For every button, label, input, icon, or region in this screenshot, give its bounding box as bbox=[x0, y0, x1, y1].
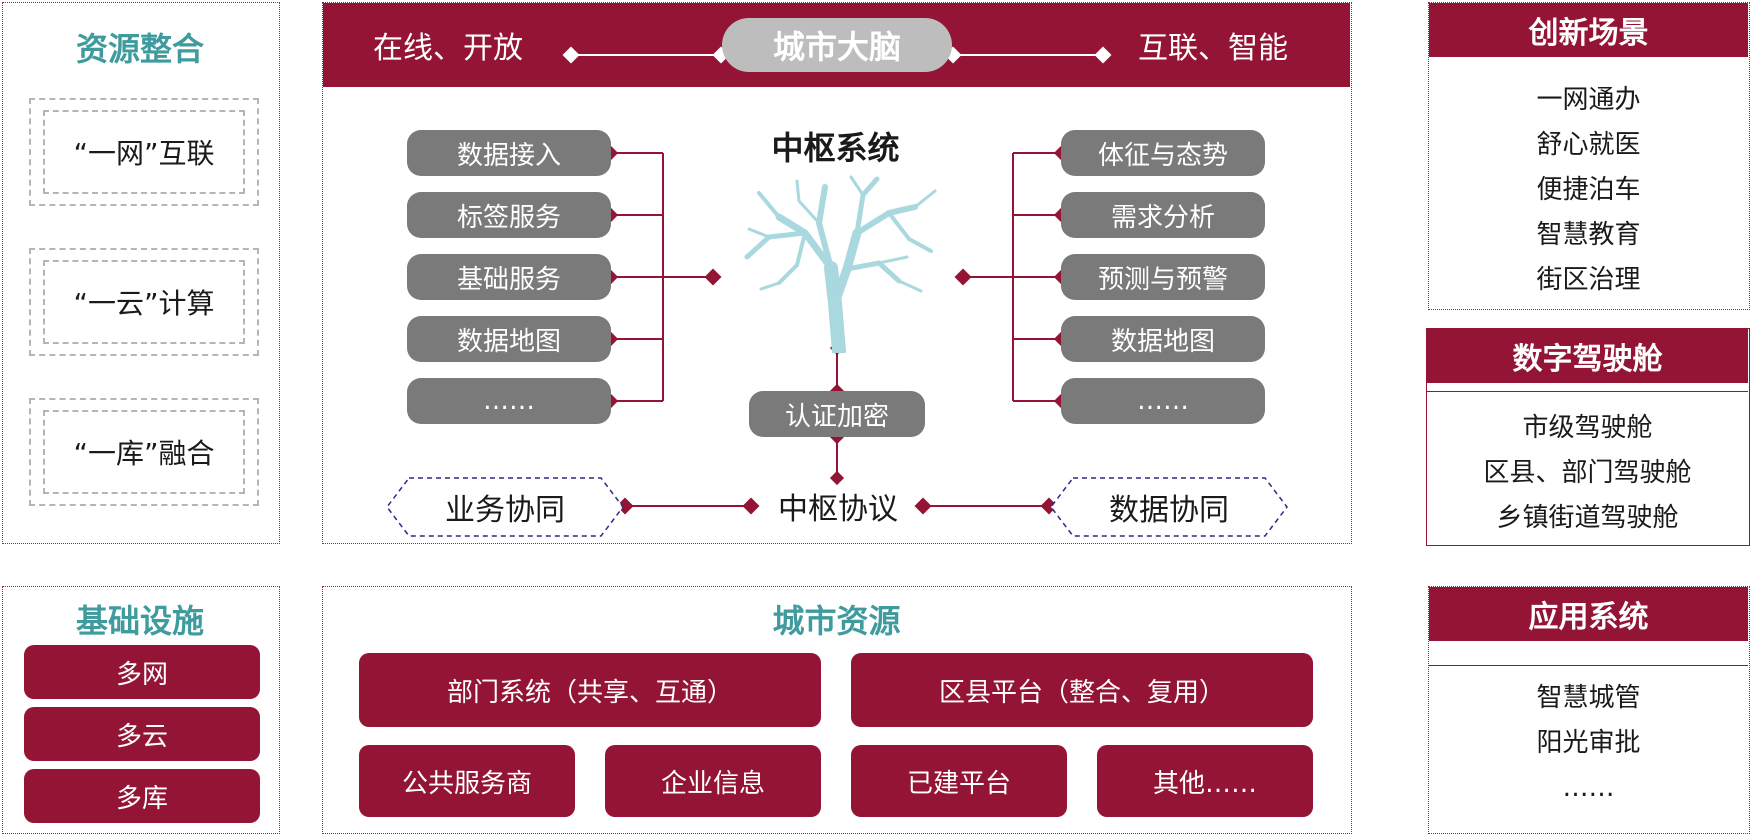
brain-header-right: 互联、智能 bbox=[1138, 31, 1288, 66]
cockpit-item[interactable]: 区县、部门驾驶舱 bbox=[1483, 458, 1692, 488]
pill-data-access[interactable]: 数据接入 bbox=[407, 130, 611, 176]
cloud-label: “一云”计算 bbox=[73, 287, 215, 320]
pill-forecast-warning[interactable]: 预测与预警 bbox=[1061, 254, 1265, 300]
business-collab-label: 业务协同 bbox=[445, 493, 565, 528]
city-brain-panel: 在线、开放 互联、智能 城市大脑 中枢系统 bbox=[322, 2, 1352, 544]
network-box: “一网”互联 bbox=[43, 110, 245, 194]
network-box-outer: “一网”互联 bbox=[29, 98, 259, 206]
city-brain-badge: 城市大脑 bbox=[722, 18, 952, 72]
app-system-item[interactable]: 智慧城管 bbox=[1536, 683, 1641, 713]
resource-integration-title: 资源整合 bbox=[75, 30, 204, 68]
cockpit-panel: 数字驾驶舱 市级驾驶舱 区县、部门驾驶舱 乡镇街道驾驶舱 bbox=[1426, 328, 1750, 546]
innovation-item[interactable]: 智慧教育 bbox=[1536, 220, 1641, 250]
data-collab-label: 数据协同 bbox=[1109, 493, 1229, 528]
innovation-item[interactable]: 舒心就医 bbox=[1536, 130, 1641, 160]
resource-dept-systems[interactable]: 部门系统（共享、互通） bbox=[359, 653, 821, 727]
infra-multi-cloud[interactable]: 多云 bbox=[24, 707, 260, 761]
innovation-item[interactable]: 街区治理 bbox=[1536, 265, 1641, 295]
cockpit-item[interactable]: 市级驾驶舱 bbox=[1522, 413, 1653, 443]
app-system-panel: 应用系统 智慧城管 阳光审批 …… bbox=[1428, 586, 1750, 834]
resource-others[interactable]: 其他…… bbox=[1097, 745, 1313, 817]
infrastructure-panel: 基础设施 多网 多云 多库 bbox=[2, 586, 280, 834]
brain-header-left: 在线、开放 bbox=[373, 31, 523, 66]
pill-tag-service[interactable]: 标签服务 bbox=[407, 192, 611, 238]
pill-more-right[interactable]: …… bbox=[1061, 378, 1265, 424]
infra-multi-network[interactable]: 多网 bbox=[24, 645, 260, 699]
app-system-list: 智慧城管 阳光审批 …… bbox=[1429, 676, 1748, 811]
tree-icon bbox=[744, 175, 937, 353]
cockpit-list-box: 市级驾驶舱 区县、部门驾驶舱 乡镇街道驾驶舱 bbox=[1427, 391, 1748, 543]
app-system-item[interactable]: 阳光审批 bbox=[1536, 728, 1641, 758]
pill-demand-analysis[interactable]: 需求分析 bbox=[1061, 192, 1265, 238]
app-system-title: 应用系统 bbox=[1429, 587, 1748, 641]
cloud-box: “一云”计算 bbox=[43, 260, 245, 344]
city-resources-title: 城市资源 bbox=[772, 602, 901, 640]
hub-system-title: 中枢系统 bbox=[771, 129, 900, 167]
innovation-item[interactable]: 一网通办 bbox=[1536, 85, 1641, 115]
pill-more-left[interactable]: …… bbox=[407, 378, 611, 424]
business-collab-hexagon[interactable] bbox=[385, 476, 625, 538]
network-label: “一网”互联 bbox=[73, 137, 215, 170]
app-system-item[interactable]: …… bbox=[1562, 773, 1615, 803]
innovation-item[interactable]: 便捷泊车 bbox=[1536, 175, 1641, 205]
city-brain-label: 城市大脑 bbox=[772, 28, 901, 66]
cockpit-title: 数字驾驶舱 bbox=[1427, 329, 1748, 383]
resource-enterprise-info[interactable]: 企业信息 bbox=[605, 745, 821, 817]
infrastructure-title: 基础设施 bbox=[75, 602, 204, 640]
resource-built-platforms[interactable]: 已建平台 bbox=[851, 745, 1067, 817]
city-resources-panel: 城市资源 部门系统（共享、互通） 区县平台（整合、复用） 公共服务商 企业信息 … bbox=[322, 586, 1352, 834]
hub-protocol: 中枢协议 bbox=[778, 492, 898, 527]
innovation-title: 创新场景 bbox=[1429, 3, 1748, 57]
infra-multi-database[interactable]: 多库 bbox=[24, 769, 260, 823]
auth-encryption[interactable]: 认证加密 bbox=[749, 391, 925, 437]
database-box: “一库”融合 bbox=[43, 410, 245, 494]
pill-vital-signs[interactable]: 体征与态势 bbox=[1061, 130, 1265, 176]
app-system-list-box: 智慧城管 阳光审批 …… bbox=[1429, 665, 1748, 831]
resource-integration-panel: 资源整合 “一网”互联 “一云”计算 “一库”融合 bbox=[2, 2, 280, 544]
resource-public-providers[interactable]: 公共服务商 bbox=[359, 745, 575, 817]
database-box-outer: “一库”融合 bbox=[29, 398, 259, 506]
pill-data-map-left[interactable]: 数据地图 bbox=[407, 316, 611, 362]
pill-data-map-right[interactable]: 数据地图 bbox=[1061, 316, 1265, 362]
data-collab-hexagon[interactable] bbox=[1049, 476, 1289, 538]
resource-county-platform[interactable]: 区县平台（整合、复用） bbox=[851, 653, 1313, 727]
database-label: “一库”融合 bbox=[73, 437, 215, 470]
cockpit-item[interactable]: 乡镇街道驾驶舱 bbox=[1496, 503, 1679, 533]
innovation-panel: 创新场景 一网通办 舒心就医 便捷泊车 智慧教育 街区治理 bbox=[1428, 2, 1750, 310]
cloud-box-outer: “一云”计算 bbox=[29, 248, 259, 356]
cockpit-list: 市级驾驶舱 区县、部门驾驶舱 乡镇街道驾驶舱 bbox=[1427, 406, 1748, 541]
pill-basic-service[interactable]: 基础服务 bbox=[407, 254, 611, 300]
innovation-list: 一网通办 舒心就医 便捷泊车 智慧教育 街区治理 bbox=[1429, 78, 1748, 303]
